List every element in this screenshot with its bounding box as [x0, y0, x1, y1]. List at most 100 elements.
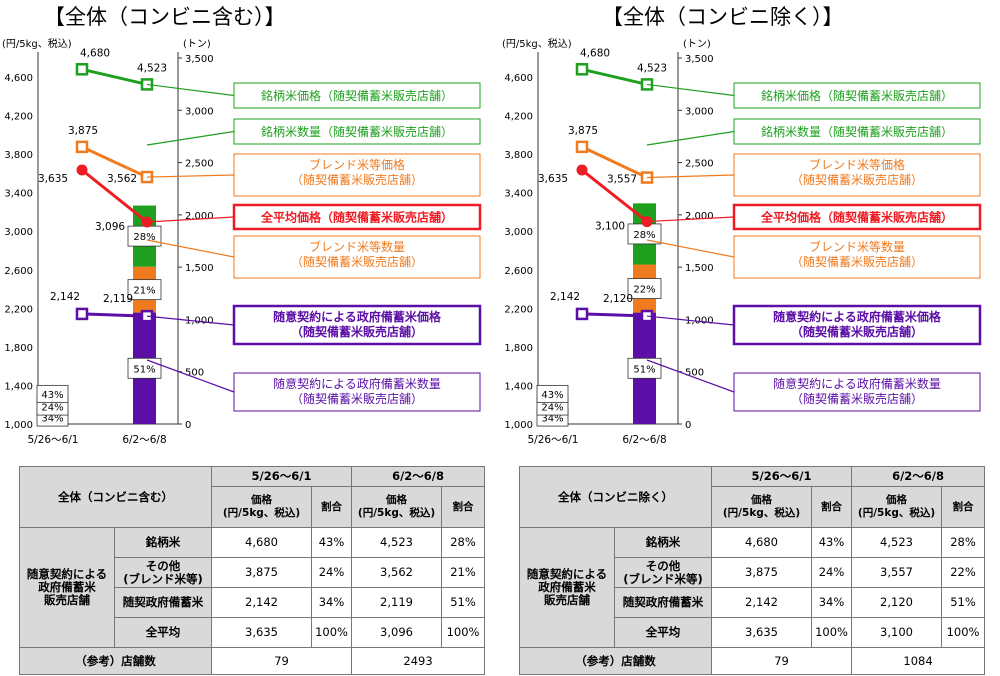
cell-share: 34%	[810, 587, 853, 618]
cell-share: 43%	[810, 527, 853, 558]
legend-leader-line	[146, 239, 235, 258]
summary-table: 全体（コンビニ除く） 5/26～6/1 6/2～6/8 価格(円/5kg、税込)…	[519, 466, 986, 675]
legend-label: （随契備蓄米販売店舗）	[291, 172, 423, 187]
legend-box	[733, 372, 981, 412]
right-tick-label: 500	[185, 368, 204, 379]
legend-leader-line	[146, 130, 235, 146]
row-label-other: その他(ブレンド米等)	[614, 557, 712, 588]
chart-svg: (円/5kg、税込)(トン)1,0001,4001,8002,2002,6003…	[2, 37, 482, 446]
summary-table: 全体（コンビニ含む） 5/26～6/1 6/2～6/8 価格(円/5kg、税込)…	[19, 466, 486, 675]
data-label-avg: 3,635	[38, 173, 68, 185]
legend-label: ブレンド米等価格	[309, 157, 405, 172]
cell-share: 51%	[441, 587, 486, 618]
legend-leader-line	[146, 174, 235, 178]
right-tick-label: 2,000	[185, 211, 214, 222]
right-axis-unit: (トン)	[183, 39, 211, 50]
row-label-avg: 全平均	[614, 617, 712, 648]
left-tick-label: 3,000	[504, 227, 533, 238]
cell-stores: 2493	[351, 647, 486, 675]
legend-box	[733, 153, 981, 197]
cell-price: 4,680	[711, 527, 812, 558]
legend-box	[732, 304, 982, 346]
left-axis-unit: (円/5kg、税込)	[2, 37, 72, 50]
legend-label: 銘柄米価格（随契備蓄米販売店舗）	[261, 88, 453, 103]
cell-share: 21%	[441, 557, 486, 588]
right-tick-label: 0	[185, 420, 191, 431]
header-price: 価格(円/5kg、税込)	[351, 486, 443, 528]
right-tick-label: 0	[685, 420, 691, 431]
right-tick-label: 500	[685, 368, 704, 379]
header-share: 割合	[941, 486, 986, 528]
header-price: 価格(円/5kg、税込)	[211, 486, 312, 528]
data-label-brand: 4,680	[580, 47, 610, 59]
cell-price: 2,142	[211, 587, 312, 618]
cell-price: 2,142	[711, 587, 812, 618]
legend-leader-line	[646, 130, 735, 146]
legend-box	[233, 118, 481, 145]
legend-box	[232, 304, 482, 346]
right-tick-label: 3,500	[185, 54, 214, 65]
header-price: 価格(円/5kg、税込)	[711, 486, 812, 528]
data-label-blend: 3,562	[107, 173, 137, 185]
legend-label: 銘柄米数量（随契備蓄米販売店舗）	[761, 124, 953, 139]
row-label-gov: 随契政府備蓄米	[614, 587, 712, 618]
data-point-gov	[75, 307, 89, 321]
data-point-brand	[575, 63, 589, 76]
left-tick-label: 1,000	[504, 420, 533, 431]
data-label-gov: 2,142	[550, 291, 580, 303]
data-label-brand: 4,680	[80, 47, 110, 59]
x-tick-label: 6/2～6/8	[122, 434, 166, 446]
cell-share: 43%	[310, 527, 353, 558]
data-label-avg: 3,100	[595, 221, 625, 233]
legend-leader-line	[646, 83, 735, 97]
cell-price: 4,523	[351, 527, 443, 558]
legend-box	[233, 153, 481, 197]
legend-box	[733, 235, 981, 279]
left-axis-unit: (円/5kg、税込)	[502, 37, 572, 50]
left-tick-label: 3,000	[4, 227, 33, 238]
cell-share: 28%	[441, 527, 486, 558]
data-label-brand: 4,523	[137, 62, 167, 74]
header-week1: 5/26～6/1	[210, 466, 353, 487]
legend-leader-line	[646, 359, 735, 393]
share-label: 28%	[633, 230, 655, 241]
legend-leader-line	[646, 174, 735, 179]
right-tick-label: 2,500	[185, 159, 214, 170]
right-tick-label: 3,500	[685, 54, 714, 65]
cell-price: 2,119	[351, 587, 443, 618]
header-week1: 5/26～6/1	[710, 466, 853, 487]
share-label-box	[127, 279, 162, 301]
left-tick-label: 4,200	[504, 112, 533, 123]
cell-stores: 1084	[851, 647, 986, 675]
legend-box	[733, 118, 981, 145]
table-title: 全体（コンビニ除く）	[519, 466, 712, 528]
series-line-blend	[81, 145, 148, 179]
legend-leader-line	[146, 216, 235, 223]
share-label: 21%	[133, 286, 155, 297]
data-point-blend	[575, 140, 589, 154]
legend-label: 随意契約による政府備蓄米価格	[273, 309, 442, 324]
cell-stores: 79	[210, 647, 353, 675]
right-tick-label: 3,000	[185, 106, 214, 117]
right-tick-label: 3,000	[685, 106, 714, 117]
share-label: 34%	[541, 414, 563, 425]
series-line-avg	[581, 168, 648, 223]
header-share: 割合	[310, 486, 353, 528]
legend-label: （随契備蓄米販売店舗）	[791, 172, 923, 187]
legend-box	[232, 203, 482, 231]
left-tick-label: 2,600	[4, 266, 33, 277]
left-tick-label: 2,200	[504, 304, 533, 315]
cell-share: 34%	[310, 587, 353, 618]
cell-share: 100%	[941, 617, 986, 648]
legend-label: 全平均価格（随契備蓄米販売店舗）	[260, 210, 453, 225]
right-tick-label: 1,500	[185, 263, 214, 274]
row-label-other: その他(ブレンド米等)	[114, 557, 212, 588]
legend-box	[233, 372, 481, 412]
share-label: 24%	[41, 403, 63, 414]
legend-label: 随意契約による政府備蓄米数量	[273, 376, 441, 391]
cell-price: 3,635	[711, 617, 812, 648]
legend-label: （随契備蓄米販売店舗）	[291, 324, 423, 339]
cell-share: 24%	[810, 557, 853, 588]
cell-share: 22%	[941, 557, 986, 588]
left-tick-label: 1,000	[4, 420, 33, 431]
